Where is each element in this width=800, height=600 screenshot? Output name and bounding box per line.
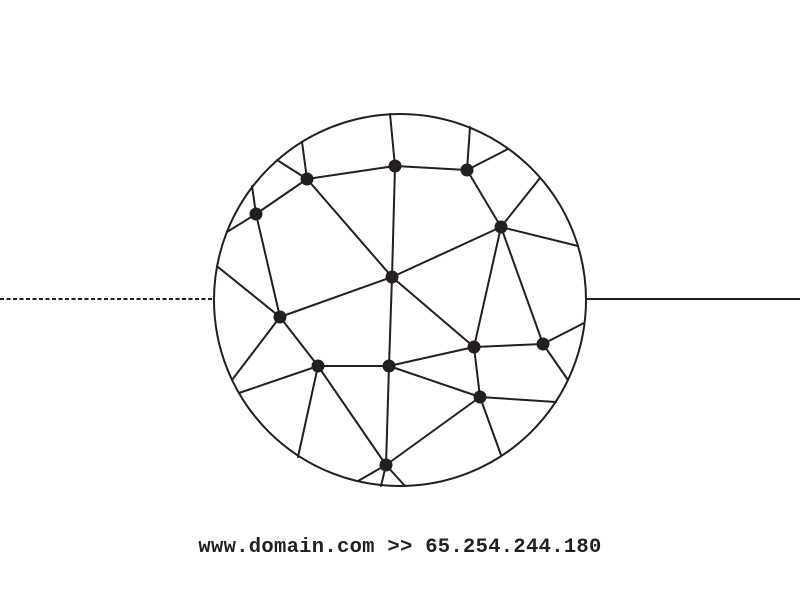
edge xyxy=(388,276,393,367)
boundary-edge xyxy=(479,396,502,456)
network-node xyxy=(494,220,508,234)
edge xyxy=(473,346,481,398)
boundary-edge xyxy=(389,113,396,167)
edge xyxy=(279,276,393,318)
network-node xyxy=(473,390,487,404)
boundary-edge xyxy=(500,177,541,228)
edge xyxy=(391,276,475,348)
boundary-edge xyxy=(466,148,509,171)
boundary-edges xyxy=(217,113,585,487)
edge xyxy=(473,343,544,348)
edge xyxy=(500,226,544,345)
edge xyxy=(255,213,281,318)
edge xyxy=(473,226,502,348)
edge xyxy=(391,165,396,278)
edge xyxy=(466,169,502,228)
edge xyxy=(385,365,390,466)
network-boundary-circle xyxy=(213,113,587,487)
edge xyxy=(279,316,319,367)
boundary-edge xyxy=(542,343,569,381)
boundary-edge xyxy=(231,316,281,381)
edge xyxy=(255,178,308,215)
boundary-edge xyxy=(542,322,585,345)
network-node xyxy=(385,270,399,284)
network-node xyxy=(300,172,314,186)
boundary-edge xyxy=(500,226,579,247)
network-node xyxy=(388,159,402,173)
edge xyxy=(317,365,387,466)
network-node xyxy=(467,340,481,354)
boundary-edge xyxy=(297,365,319,458)
internal-edges xyxy=(255,165,544,466)
edge xyxy=(394,165,468,171)
network-node xyxy=(273,310,287,324)
edge xyxy=(388,346,475,367)
edge xyxy=(306,178,393,278)
edge xyxy=(391,226,502,278)
network-node xyxy=(382,359,396,373)
network-node xyxy=(379,458,393,472)
boundary-edge xyxy=(466,126,471,171)
nodes xyxy=(249,159,550,472)
network-node xyxy=(249,207,263,221)
edge xyxy=(388,365,481,398)
boundary-edge xyxy=(238,365,319,394)
edge xyxy=(385,396,481,466)
boundary-edge xyxy=(217,266,281,318)
edge xyxy=(306,165,396,180)
boundary-edge xyxy=(479,396,557,403)
network-node xyxy=(311,359,325,373)
domain-ip-caption: www.domain.com >> 65.254.244.180 xyxy=(198,536,602,559)
network-node xyxy=(536,337,550,351)
network-node xyxy=(460,163,474,177)
